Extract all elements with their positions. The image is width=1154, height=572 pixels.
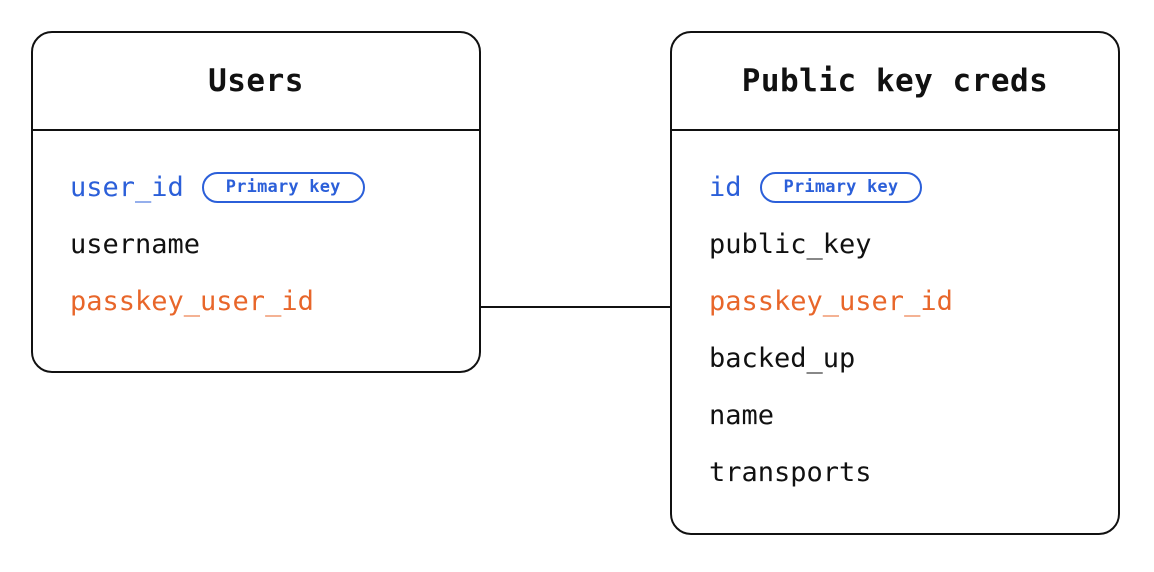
field-row[interactable]: transports: [672, 444, 1118, 501]
relationship-connector: [481, 306, 670, 308]
field-name: passkey_user_id: [70, 286, 314, 317]
field-row[interactable]: backed_up: [672, 330, 1118, 387]
field-row[interactable]: passkey_user_id: [33, 273, 479, 330]
field-row[interactable]: user_id Primary key: [33, 159, 479, 216]
field-name: username: [70, 229, 201, 260]
primary-key-badge-label: Primary key: [225, 177, 341, 197]
primary-key-badge: Primary key: [759, 172, 923, 203]
entity-field-list: user_id Primary key username passkey_user_i…: [33, 131, 479, 330]
field-name: backed_up: [709, 343, 856, 374]
entity-table-users[interactable]: Users user_id Primary key username passkey_u…: [31, 31, 481, 373]
field-row[interactable]: username: [33, 216, 479, 273]
field-row[interactable]: public_key: [672, 216, 1118, 273]
field-row[interactable]: name: [672, 387, 1118, 444]
entity-title: Users: [208, 63, 304, 99]
field-name: passkey_user_id: [709, 286, 953, 317]
field-name: id: [709, 172, 742, 203]
field-row[interactable]: passkey_user_id: [672, 273, 1118, 330]
entity-header: Users: [33, 33, 479, 131]
entity-header: Public key creds: [672, 33, 1118, 131]
field-row[interactable]: id Primary key: [672, 159, 1118, 216]
field-name: user_id: [70, 172, 184, 203]
field-name: transports: [709, 457, 872, 488]
entity-title: Public key creds: [741, 63, 1049, 99]
primary-key-badge: Primary key: [201, 172, 365, 203]
primary-key-badge-label: Primary key: [783, 177, 899, 197]
field-name: public_key: [709, 229, 872, 260]
field-name: name: [709, 400, 775, 431]
